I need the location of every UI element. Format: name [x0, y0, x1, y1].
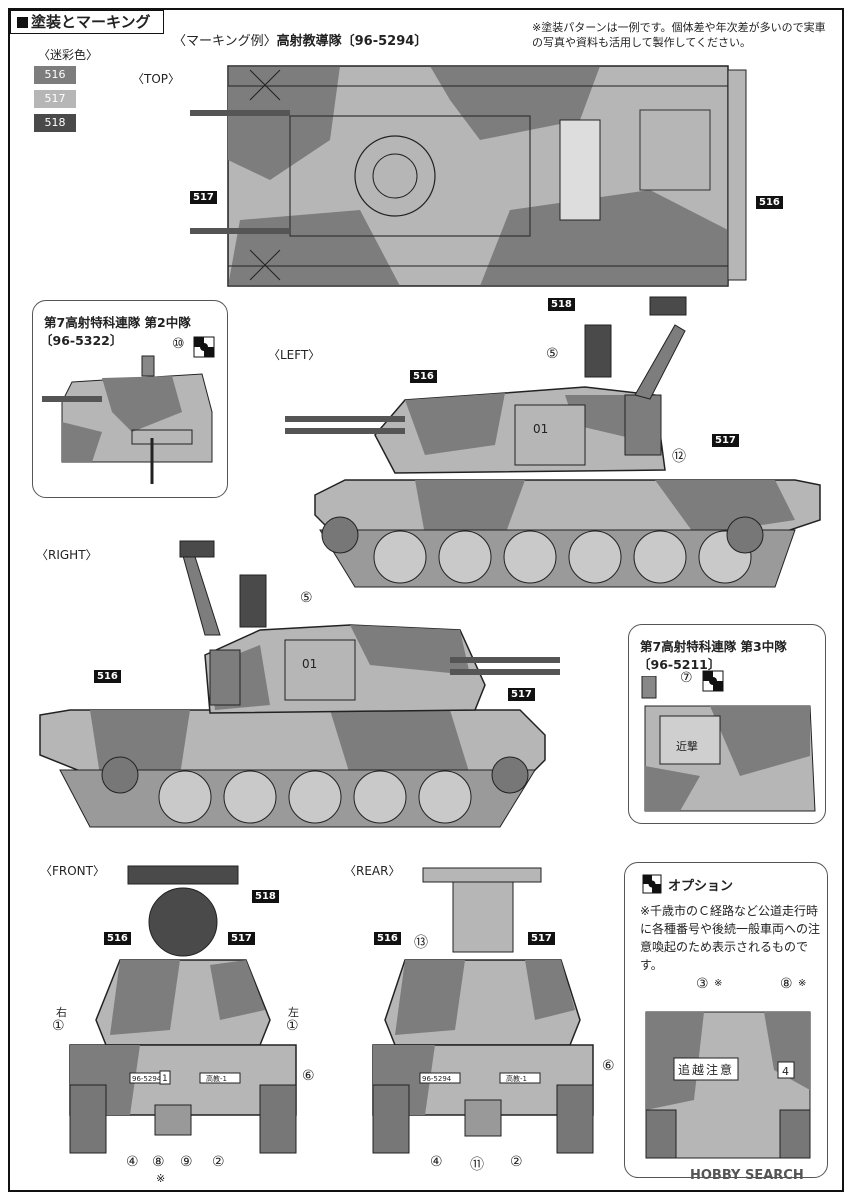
- marking-number-12: ⑫: [672, 449, 686, 465]
- inset-second-company-title: 第7高射特科連隊 第2中隊: [44, 315, 191, 330]
- left-view-label: 〈LEFT〉: [268, 348, 321, 362]
- marking-example-prefix: 〈マーキング例〉: [173, 34, 277, 49]
- inset-third-company-drawing: 近撃: [641, 676, 816, 812]
- top-view-label: 〈TOP〉: [132, 72, 181, 86]
- marking-number-3: ③: [696, 976, 709, 992]
- checker-mark-icon: [193, 336, 215, 358]
- option-note-mark-1: ※: [714, 978, 723, 989]
- option-note-mark-2: ※: [798, 978, 807, 989]
- rear-view-drawing: 96-5294 高教-1: [372, 867, 594, 1154]
- callout-517-right: 517: [508, 688, 535, 701]
- inset-second-company-drawing: [42, 355, 213, 484]
- right-view-label: 〈RIGHT〉: [36, 548, 98, 562]
- legend-title: 〈迷彩色〉: [38, 48, 99, 62]
- marking-number-5-left: ⑤: [546, 346, 559, 362]
- color-swatch-516: 516: [34, 66, 76, 84]
- inset-second-company-code: 〔96-5322〕: [40, 333, 123, 348]
- marking-number-13: ⑬: [414, 935, 428, 951]
- color-swatch-518: 518: [34, 114, 76, 132]
- rear-plate-left: 96-5294: [422, 1075, 452, 1083]
- third-company-plate: 近撃: [676, 739, 698, 753]
- marking-number-1-left: ①: [286, 1018, 299, 1034]
- callout-516-rear: 516: [374, 932, 401, 945]
- front-label-left-side: 左: [288, 1006, 299, 1019]
- watermark-logo: HOBBY SEARCH: [690, 1168, 804, 1183]
- callout-516: 516: [756, 196, 783, 209]
- callout-517: 517: [190, 191, 217, 204]
- left-view-drawing: 01: [285, 296, 821, 588]
- square-bullet-icon: [17, 17, 28, 28]
- callout-516-right: 516: [94, 670, 121, 683]
- callout-517-left: 517: [712, 434, 739, 447]
- callout-518-left: 518: [548, 298, 575, 311]
- front-note-mark: ※: [156, 1172, 166, 1185]
- option-description: ※千歳市のＣ経路など公道走行時に各種番号や後続一般車両への注意喚起のため表示され…: [640, 904, 821, 972]
- callout-517-rear: 517: [528, 932, 555, 945]
- option-rear-drawing: 追越注意 4: [645, 1011, 811, 1159]
- marking-number-11: ⑪: [470, 1157, 484, 1173]
- marking-number-2-front: ②: [212, 1154, 225, 1170]
- front-view-drawing: 96-5294 1 高教-1: [69, 865, 297, 1154]
- marking-number-8-front: ⑧: [152, 1154, 165, 1170]
- marking-number-10: ⑩: [172, 336, 185, 352]
- callout-517-front: 517: [228, 932, 255, 945]
- callout-518-front: 518: [252, 890, 279, 903]
- marking-number-9: ⑨: [180, 1154, 193, 1170]
- rear-view-label: 〈REAR〉: [344, 864, 401, 878]
- checker-mark-icon-3: [642, 874, 662, 894]
- right-view-drawing: 01: [39, 540, 560, 828]
- front-plate-mid: 1: [162, 1074, 168, 1084]
- painting-note: ※塗装パターンは一例です。個体差や年次差が多いので実車の写真や資料も活用して製作…: [532, 21, 826, 49]
- callout-516-front: 516: [104, 932, 131, 945]
- marking-example-name: 高射教導隊〔96-5294〕: [276, 34, 428, 49]
- inset-third-company-code: 〔96-5211〕: [638, 657, 721, 672]
- marking-number-2-rear: ②: [510, 1154, 523, 1170]
- page-frame: [8, 8, 844, 1192]
- rear-plate-right: 高教-1: [506, 1074, 527, 1083]
- marking-number-5-right: ⑤: [300, 590, 313, 606]
- section-title: 塗装とマーキング: [10, 10, 164, 34]
- checker-mark-icon-2: [702, 670, 724, 692]
- marking-number-6-front: ⑥: [302, 1068, 315, 1084]
- marking-number-7: ⑦: [680, 670, 693, 686]
- front-plate-right: 高教-1: [206, 1074, 227, 1083]
- option-title: オプション: [668, 879, 734, 894]
- callout-516-left: 516: [410, 370, 437, 383]
- option-sign-text: 追越注意: [678, 1062, 734, 1077]
- front-label-right-side: 右: [56, 1006, 67, 1019]
- turret-number-right: 01: [302, 657, 317, 671]
- inset-third-company-title: 第7高射特科連隊 第3中隊: [640, 639, 787, 654]
- turret-number-left: 01: [533, 422, 548, 436]
- front-plate-left: 96-5294: [132, 1075, 162, 1083]
- marking-number-1-right: ①: [52, 1018, 65, 1034]
- marking-number-4-front: ④: [126, 1154, 139, 1170]
- marking-number-8-option: ⑧: [780, 976, 793, 992]
- color-swatch-517: 517: [34, 90, 76, 108]
- marking-number-6-rear: ⑥: [602, 1058, 615, 1074]
- marking-example: 〈マーキング例〉高射教導隊〔96-5294〕: [173, 30, 427, 49]
- option-small-plate: 4: [782, 1065, 789, 1078]
- marking-number-4-rear: ④: [430, 1154, 443, 1170]
- front-view-label: 〈FRONT〉: [40, 864, 105, 878]
- section-title-text: 塗装とマーキング: [31, 13, 151, 31]
- top-view-drawing: [190, 65, 747, 287]
